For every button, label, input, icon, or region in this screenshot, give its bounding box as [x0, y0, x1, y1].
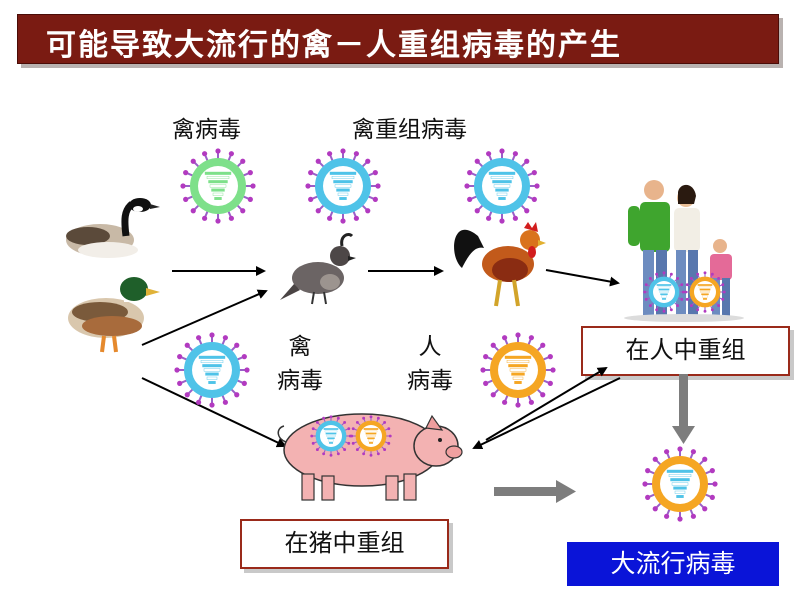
arrow-rooster-to-humans	[545, 269, 620, 287]
virus-icon-pig-left	[310, 415, 352, 457]
grey-arrow-humans-to-pandemic-head	[672, 426, 695, 444]
virus-icon-human-2	[684, 271, 726, 313]
virus-icon-avian-top	[180, 148, 256, 224]
grey-arrow-humans-to-pandemic-shaft	[679, 374, 688, 426]
label-pig-avian-virus: 禽 病毒	[270, 330, 330, 398]
label-pig-human-virus: 人 病毒	[400, 330, 460, 398]
label-pig-avian-line1: 禽	[288, 334, 312, 360]
virus-icon-pig-right	[350, 415, 392, 457]
human-recombination-box: 在人中重组	[581, 326, 790, 376]
pandemic-virus-box: 大流行病毒	[567, 542, 779, 586]
label-avian-virus: 禽病毒	[172, 117, 241, 143]
virus-icon-recombinant-2	[464, 148, 540, 224]
grey-arrows	[494, 374, 695, 503]
human-recombination-label: 在人中重组	[625, 336, 746, 364]
arrow-humans-to-pig	[472, 377, 621, 450]
virus-icon-human-1	[643, 271, 685, 313]
label-pig-human-line1: 人	[418, 334, 442, 360]
rooster-icon	[454, 222, 546, 307]
diagram-title: 可能导致大流行的禽－人重组病毒的产生	[46, 28, 622, 63]
grey-arrow-pig-to-pandemic-shaft	[494, 487, 556, 496]
arrow-duck-to-quail	[141, 289, 268, 346]
label-pig-avian-line2: 病毒	[277, 368, 323, 394]
label-pig-human-line2: 病毒	[407, 368, 453, 394]
virus-icon-recombinant-1	[305, 148, 381, 224]
mallard-duck-icon	[68, 277, 160, 353]
arrow-duck-to-pig	[141, 377, 287, 448]
arrows	[141, 266, 621, 450]
human-family-icon	[624, 180, 744, 322]
goose-icon	[66, 198, 160, 258]
virus-icon-avian-mid	[174, 332, 250, 408]
virus-icon-pandemic	[642, 446, 718, 522]
pig-recombination-box: 在猪中重组	[240, 519, 449, 569]
title-bar: 可能导致大流行的禽－人重组病毒的产生	[17, 14, 779, 64]
pig-recombination-label: 在猪中重组	[284, 529, 405, 557]
arrow-pig-to-humans	[485, 366, 608, 441]
quail-icon	[280, 232, 356, 305]
label-avian-recombinant-virus: 禽重组病毒	[352, 117, 467, 143]
grey-arrow-pig-to-pandemic-head	[556, 480, 576, 503]
virus-icon-human-mid	[480, 332, 556, 408]
